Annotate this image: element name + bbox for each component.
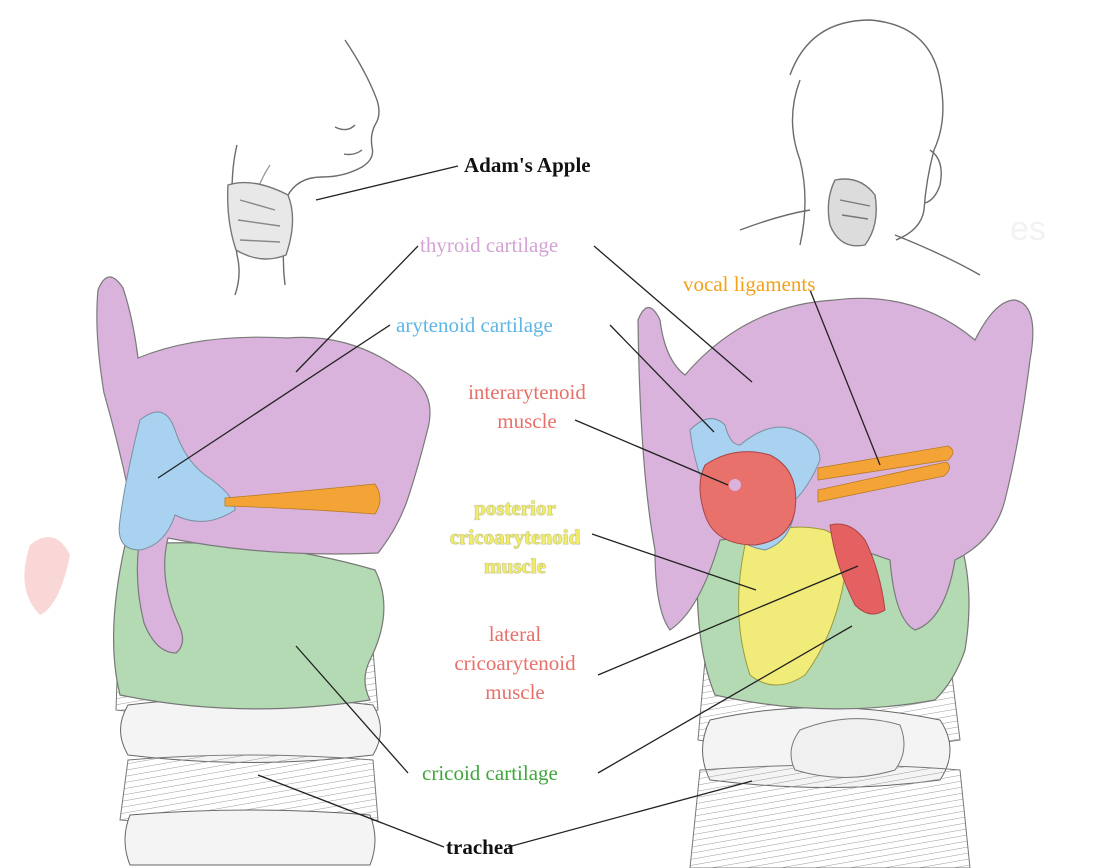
- right-interarytenoid: [700, 452, 796, 545]
- right-larynx: [638, 298, 1033, 868]
- label-posterior-line-1: posterior: [430, 494, 600, 523]
- label-posterior-cricoarytenoid-muscle: posterior cricoarytenoid muscle: [430, 494, 600, 581]
- svg-text:es: es: [1010, 210, 1046, 248]
- label-cricoid-cartilage: cricoid cartilage: [422, 759, 558, 788]
- label-adams-apple: Adam's Apple: [464, 151, 591, 180]
- label-lateral-line-2: cricoarytenoid: [430, 649, 600, 678]
- label-lateral-line-3: muscle: [430, 678, 600, 707]
- head-back-sketch: [740, 20, 980, 275]
- label-lateral-line-1: lateral: [430, 620, 600, 649]
- label-interarytenoid-muscle: interarytenoid muscle: [442, 378, 612, 436]
- label-interarytenoid-line-1: interarytenoid: [442, 378, 612, 407]
- label-trachea: trachea: [446, 833, 514, 862]
- label-lateral-cricoarytenoid-muscle: lateral cricoarytenoid muscle: [430, 620, 600, 707]
- head-side-sketch: [228, 40, 379, 295]
- label-arytenoid-cartilage: arytenoid cartilage: [396, 311, 553, 340]
- label-vocal-ligaments: vocal ligaments: [683, 270, 815, 299]
- label-posterior-line-3: muscle: [430, 552, 600, 581]
- label-thyroid-cartilage: thyroid cartilage: [420, 231, 558, 260]
- label-posterior-line-2: cricoarytenoid: [430, 523, 600, 552]
- label-interarytenoid-line-2: muscle: [442, 407, 612, 436]
